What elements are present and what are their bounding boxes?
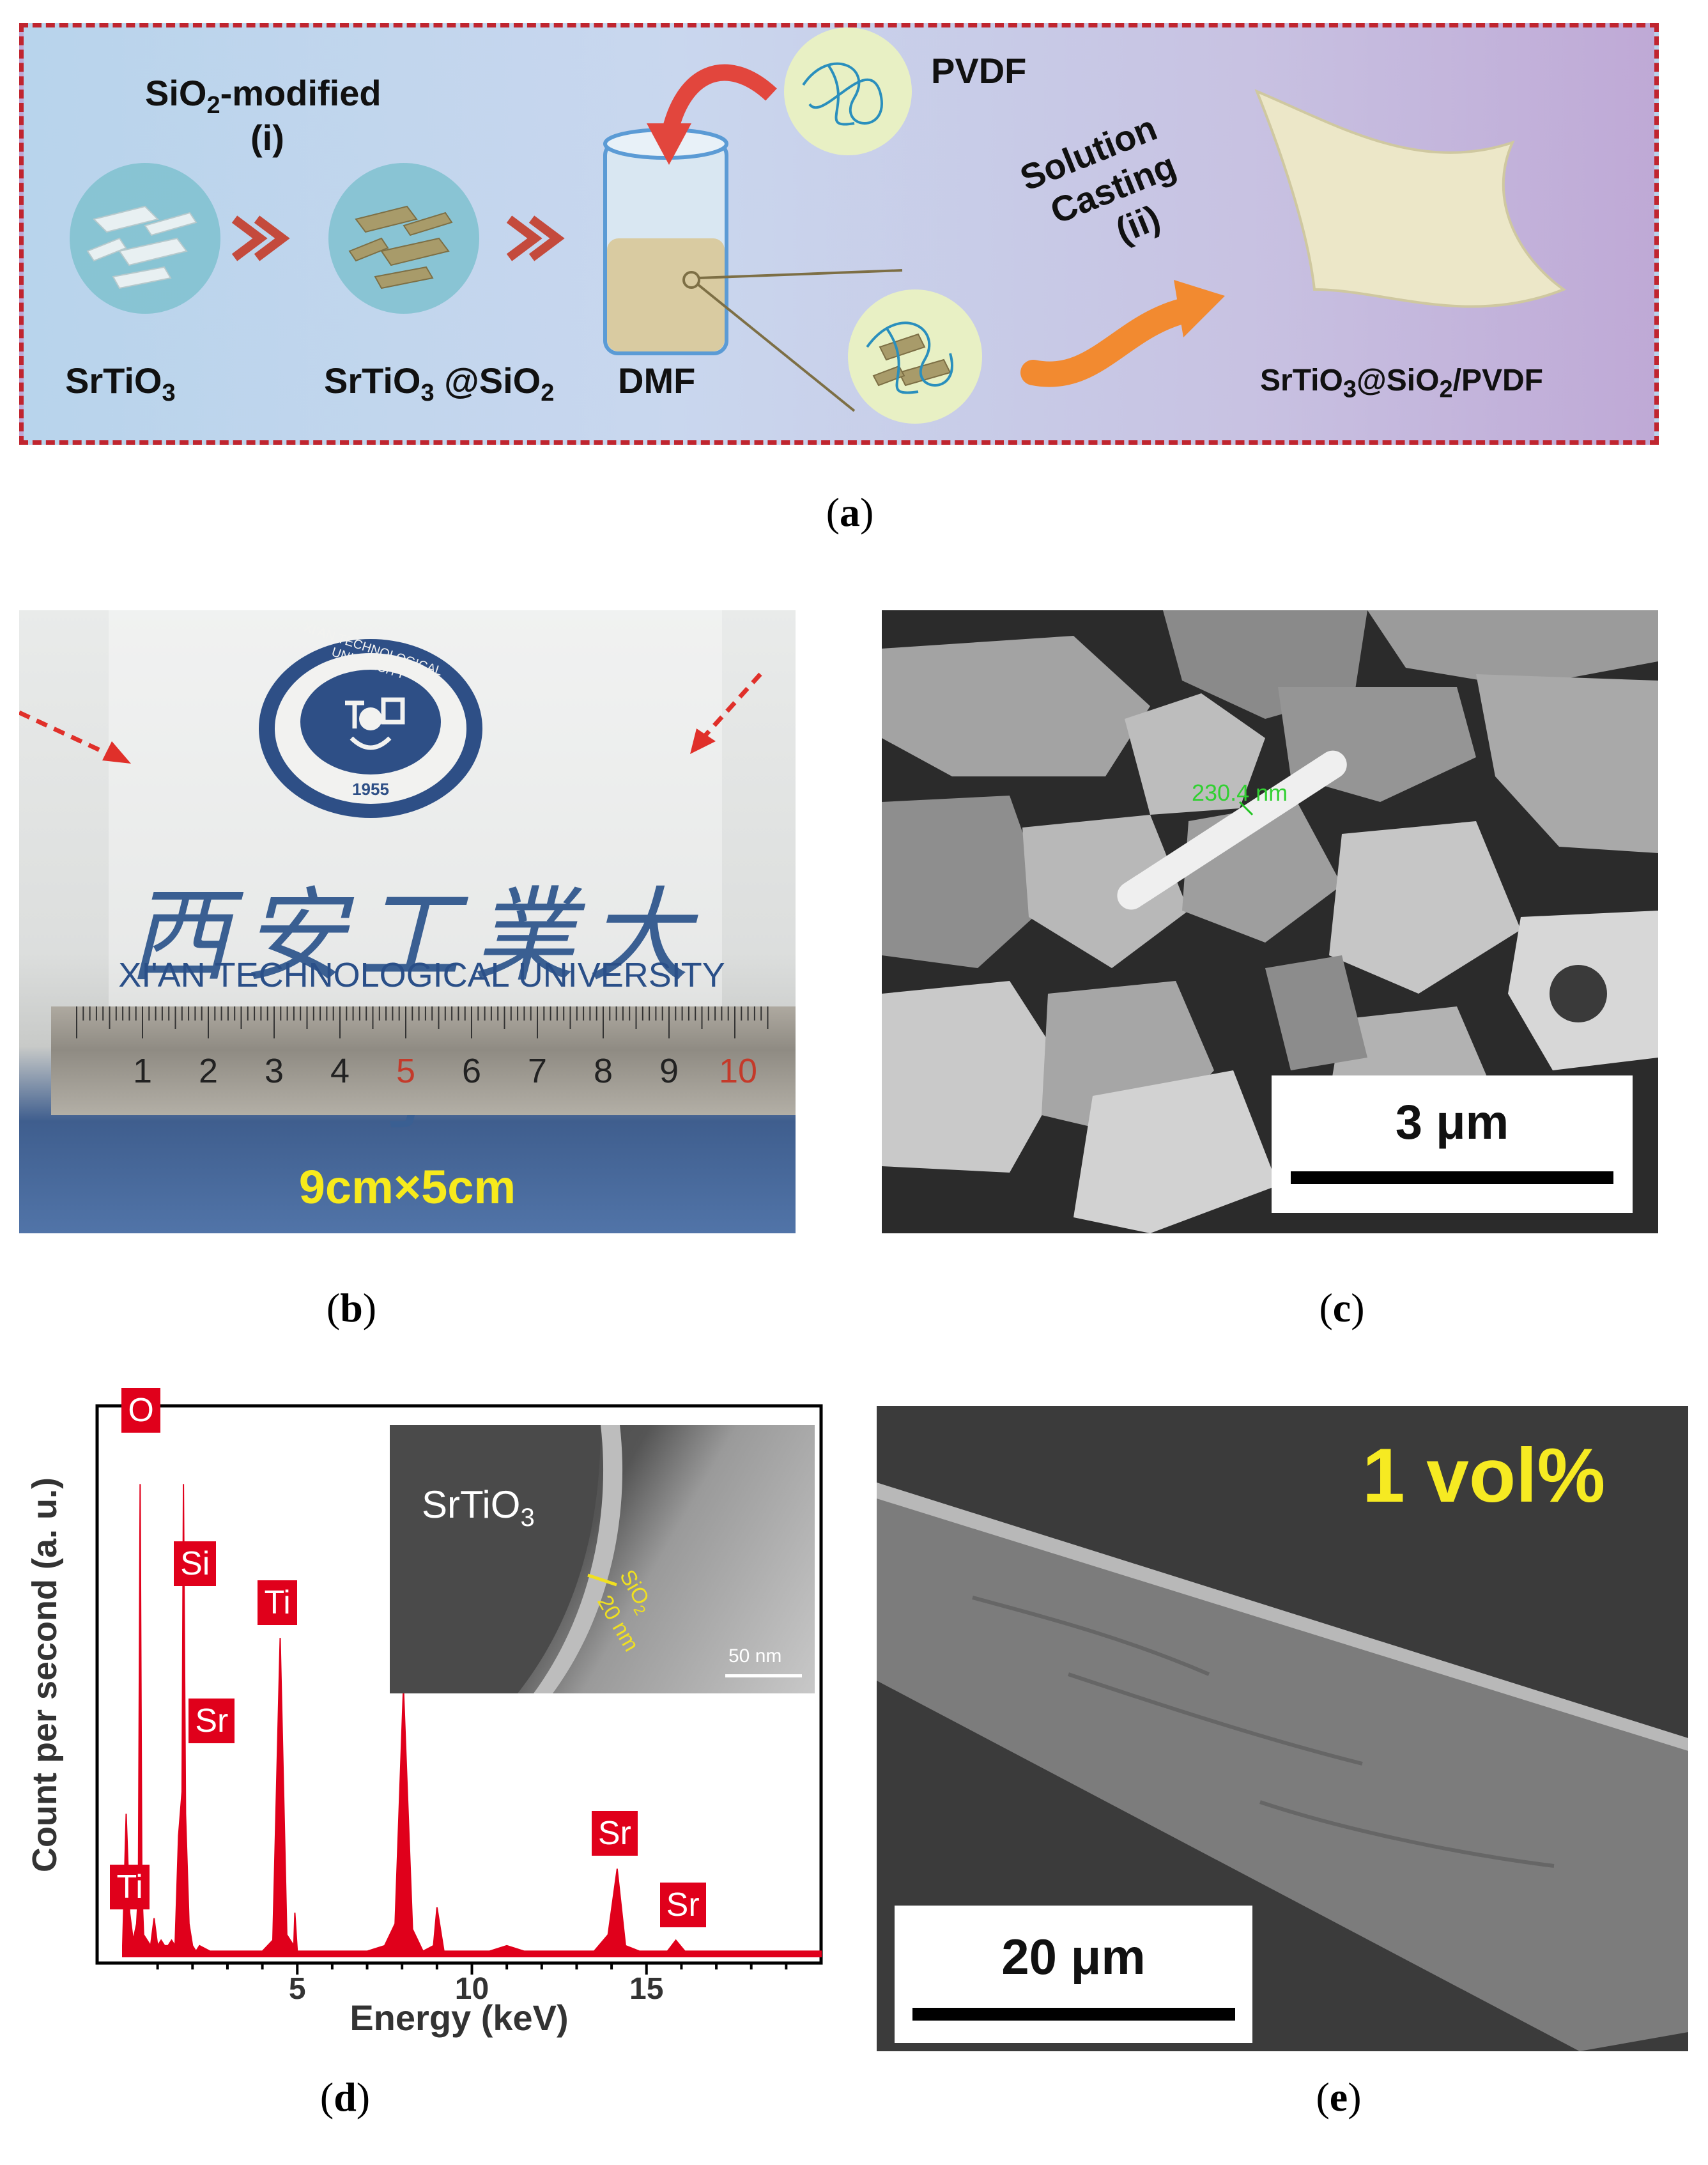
inset-scale-bar — [725, 1674, 802, 1677]
volume-fraction-label: 1 vol% — [1362, 1433, 1606, 1518]
peak-label-ti: Ti — [258, 1580, 297, 1626]
inset-scale-label: 50 nm — [728, 1645, 782, 1667]
chevron-arrows-2 — [506, 215, 565, 261]
scale-bar-line — [1291, 1171, 1613, 1184]
peak-label-si: Si — [174, 1541, 217, 1587]
scale-bar-20um: 20 μm — [895, 1906, 1252, 2043]
university-name-english: XI'AN TECHNOLOGICAL UNIVERSITY — [118, 956, 725, 994]
ruler-graduations — [76, 1006, 769, 1038]
scale-bar-label: 3 μm — [1395, 1095, 1509, 1150]
casting-arrow — [1020, 296, 1206, 387]
pvdf-addition-arrow — [661, 64, 777, 138]
peak-label-sr: Sr — [591, 1811, 638, 1856]
panel-label-d: (d) — [319, 2074, 371, 2120]
srtio3-sio2-particle-sphere — [328, 163, 479, 314]
x-tick-label: 5 — [289, 1972, 306, 2006]
x-tick-label: 10 — [455, 1972, 489, 2006]
dmf-beaker — [603, 128, 903, 412]
tem-particle — [390, 1425, 623, 1693]
schematic-graphics — [70, 27, 1567, 424]
ruler-number: 10 — [719, 1052, 758, 1090]
ruler-numbers: 1 2 3 4 5 6 7 8 9 10 — [51, 1051, 796, 1096]
step-i-label: (i) — [250, 118, 284, 158]
panel-c-sem-image: 230.4 nm 3 μm — [882, 610, 1658, 1233]
panel-label-a: (a) — [826, 489, 874, 535]
sio2-modified-label: SiO2-modified — [145, 73, 381, 119]
peak-label-sr: Sr — [659, 1883, 706, 1928]
peak-label-sr: Sr — [188, 1699, 235, 1744]
composite-label: SrTiO3@SiO2/PVDF — [1260, 364, 1543, 403]
composite-film — [1254, 89, 1567, 308]
panel-label-e: (e) — [1316, 2074, 1362, 2120]
rod-thickness-measurement: 230.4 nm — [1192, 780, 1288, 806]
seal-year: 1955 — [352, 780, 389, 799]
ruler-number: 2 — [198, 1052, 219, 1090]
dmf-label: DMF — [618, 360, 696, 401]
ruler-number: 3 — [264, 1052, 284, 1090]
ruler-number: 7 — [527, 1052, 548, 1090]
scale-bar-label: 20 μm — [1001, 1929, 1146, 1985]
film-cross-section — [877, 1406, 1688, 2051]
ruler-number: 5 — [396, 1052, 416, 1090]
inset-srtio3-label: SrTiO3 — [422, 1483, 535, 1532]
srtio3-label: SrTiO3 — [65, 360, 176, 407]
university-seal-icon — [259, 639, 482, 818]
panel-label-b: (b) — [326, 1285, 377, 1330]
eds-spectrum-series — [122, 1484, 822, 1957]
srtio3-sio2-plates — [348, 205, 453, 289]
film-size-label: 9cm×5cm — [298, 1160, 516, 1213]
ruler-number: 1 — [132, 1052, 153, 1090]
panel-label-c: (c) — [1319, 1285, 1365, 1330]
steel-ruler: 1 2 3 4 5 6 7 8 9 10 — [51, 1006, 796, 1115]
scale-bar-3um: 3 μm — [1272, 1075, 1633, 1213]
ruler-number: 4 — [330, 1052, 350, 1090]
ruler-number: 8 — [593, 1052, 613, 1090]
x-axis-label: Energy (keV) — [350, 1998, 569, 2038]
pvdf-sphere — [784, 27, 912, 155]
scale-bar-line — [912, 2008, 1235, 2021]
panel-a-schematic: SiO2-modified (i) SrTiO3 SrTiO3 @SiO2 DM… — [19, 23, 1659, 445]
chevron-arrows-1 — [231, 215, 290, 261]
ruler-number: 9 — [659, 1052, 679, 1090]
srtio3-sio2-label: SrTiO3 @SiO2 — [324, 360, 555, 407]
x-tick-label: 15 — [629, 1972, 663, 2006]
tem-inset: SrTiO3 SiO2 20 nm 50 nm — [390, 1425, 815, 1693]
peak-label-ti: Ti — [110, 1865, 150, 1910]
composite-sphere — [848, 289, 982, 424]
srtio3-plates — [86, 205, 197, 289]
pvdf-label: PVDF — [931, 50, 1027, 91]
panel-b-film-photo: 1955 XI'AN TECHNOLOGICAL UNIVERSITY 西安工業… — [19, 610, 796, 1233]
srtio3-particle-sphere — [70, 163, 220, 314]
peak-label-o: O — [121, 1388, 160, 1433]
film-edge-arrows — [19, 672, 762, 764]
ruler-number: 6 — [461, 1052, 482, 1090]
panel-e-sem-cross-section: 1 vol% 20 μm — [877, 1406, 1688, 2051]
